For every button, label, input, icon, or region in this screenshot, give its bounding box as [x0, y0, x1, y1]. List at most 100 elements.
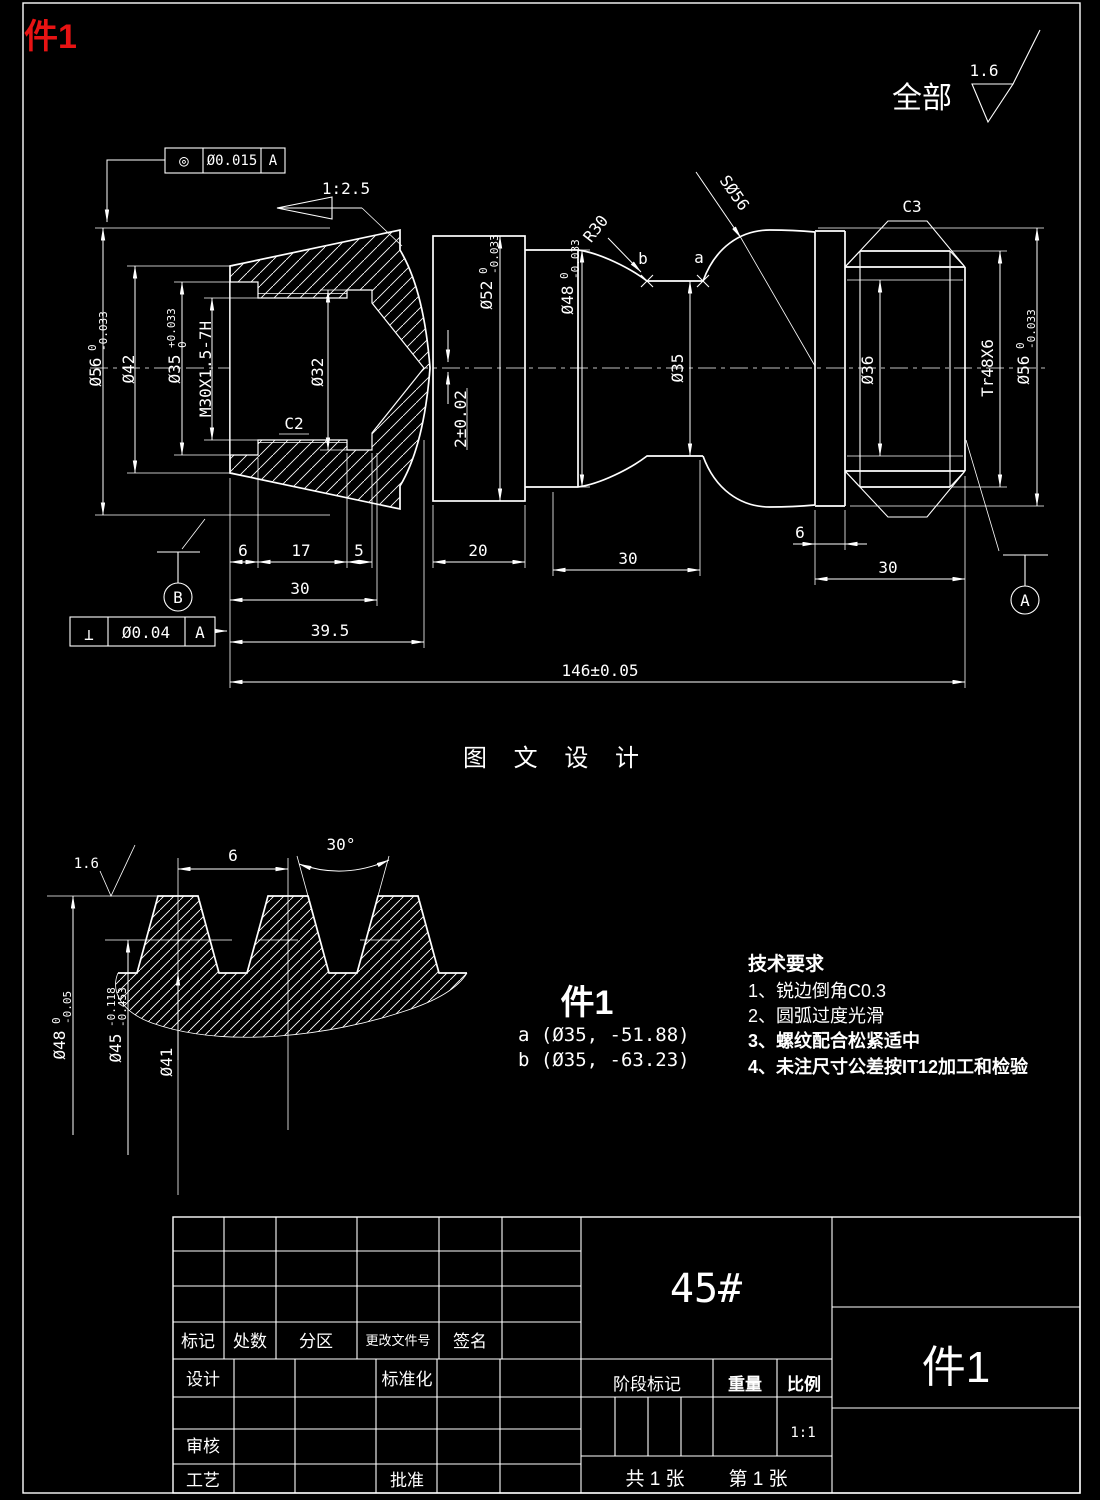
dim-30b: 30: [618, 549, 637, 568]
concentricity-icon: ◎: [179, 151, 189, 170]
tb-count: 处数: [233, 1332, 267, 1351]
dim-d35-mid: Ø35: [668, 280, 693, 457]
title-block: 标记 处数 分区 更改文件号 签名 设计 标准化 审核 工艺 批准 45# 阶段…: [172, 1216, 1081, 1494]
svg-text:-0.033: -0.033: [1025, 309, 1038, 349]
tb-zone: 分区: [299, 1332, 333, 1351]
dim-146: 146±0.05: [561, 661, 638, 680]
roughness-icon: [99, 844, 136, 897]
datum-a: A: [965, 439, 1048, 615]
svg-text:-0.033: -0.033: [569, 239, 582, 279]
svg-text:-0.05: -0.05: [61, 991, 74, 1024]
dim-20: 20: [468, 541, 487, 560]
svg-text:Ø36: Ø36: [858, 356, 877, 385]
detail-part-label: 件1: [561, 984, 614, 1022]
svg-text:Ø48: Ø48: [558, 286, 577, 315]
datum-b: B: [157, 518, 206, 612]
detail-angle: 30°: [327, 835, 356, 854]
tb-docno: 更改文件号: [365, 1333, 430, 1348]
dim-30a: 30: [290, 579, 309, 598]
dim-d56-left: Ø56 0 -0.033: [86, 227, 330, 516]
tb-process: 工艺: [186, 1471, 220, 1490]
svg-text:-0.453: -0.453: [116, 987, 129, 1027]
detail-roughness: 1.6: [74, 856, 99, 872]
tb-sign: 签名: [453, 1332, 487, 1351]
point-a-label: a: [694, 248, 704, 267]
svg-text:0: 0: [1014, 342, 1027, 349]
surface-value: 1.6: [970, 61, 999, 80]
step-48: [525, 249, 579, 488]
technical-requirements: 技术要求 1、锐边倒角C0.3 2、圆弧过度光滑 3、螺纹配合松紧适中 4、未注…: [748, 952, 1029, 1077]
fcf-perpendicularity: ⊥ Ø0.04 A: [69, 616, 228, 647]
svg-text:SØ56: SØ56: [716, 172, 754, 214]
svg-text:A: A: [269, 153, 278, 169]
dim-detail-d45: Ø45 -0.118 -0.453: [105, 939, 131, 1155]
break-line: [115, 972, 468, 1038]
svg-text:Tr48X6: Tr48X6: [978, 339, 997, 397]
dim-d52: Ø52 0 -0.033: [477, 234, 503, 502]
svg-text:A: A: [195, 623, 205, 642]
dim-6a: 6: [238, 541, 248, 560]
dim-tr48: Tr48X6: [952, 250, 1007, 488]
tb-material: 45#: [670, 1266, 742, 1312]
detail-notes: 件1 a (Ø35, -51.88) b (Ø35, -63.23): [518, 984, 690, 1071]
dim-17: 17: [291, 541, 310, 560]
thread-end: [844, 220, 966, 518]
coord-a: a (Ø35, -51.88): [518, 1024, 690, 1046]
main-view: Ø56 0 -0.033 Ø42 Ø35 +0.033 0 M30X1.5-7H…: [69, 147, 1048, 688]
point-b-label: b: [638, 249, 648, 268]
dim-39-5: 39.5: [311, 621, 350, 640]
tb-standardize: 标准化: [382, 1370, 433, 1389]
dim-m30: M30X1.5-7H: [196, 297, 258, 441]
dim-d48: Ø48 0 -0.033: [558, 239, 590, 488]
chamfer-c3-label: C3: [902, 197, 921, 216]
tb-scale-value: 1:1: [790, 1425, 815, 1441]
sphere-bottom: [702, 455, 816, 508]
tb-stage: 阶段标记: [613, 1375, 681, 1394]
svg-text:Ø35: Ø35: [165, 355, 184, 384]
svg-text:R30: R30: [579, 211, 612, 245]
svg-text:Ø56: Ø56: [1014, 356, 1033, 385]
bottom-dims: 6 17 5 20 30 39.5 30 6 30 146±0.05: [229, 440, 966, 688]
tb-sheet-page: 第 1 张: [728, 1468, 787, 1490]
surface-scope-label: 全部: [892, 82, 952, 115]
dim-6b: 6: [795, 523, 805, 542]
dim-d35-bore: Ø35 +0.033 0: [165, 281, 232, 456]
svg-text:Ø32: Ø32: [308, 358, 327, 387]
neck-bottom: [577, 455, 703, 488]
tb-sheets-total: 共 1 张: [625, 1468, 684, 1490]
svg-text:+0.033: +0.033: [165, 308, 178, 348]
dim-gap2: 2±0.02: [445, 330, 470, 450]
svg-text:Ø0.04: Ø0.04: [122, 623, 170, 642]
svg-text:Ø45: Ø45: [106, 1034, 125, 1063]
svg-text:0: 0: [86, 344, 99, 351]
dim-d42: Ø42: [119, 265, 233, 474]
point-marks: b a: [638, 248, 710, 288]
chamfer-c2-label: C2: [279, 414, 309, 435]
tb-weight: 重量: [728, 1374, 762, 1394]
datum-a-label: A: [1020, 591, 1030, 610]
tb-design: 设计: [186, 1370, 220, 1389]
collar-56: [814, 230, 846, 507]
svg-text:Ø41: Ø41: [157, 1048, 176, 1077]
dim-d56-right: Ø56 0 -0.033: [818, 227, 1044, 507]
svg-text:C2: C2: [284, 414, 303, 433]
collar-52: [432, 235, 526, 502]
tb-part-name: 件1: [922, 1343, 990, 1392]
svg-text:0: 0: [558, 272, 571, 279]
r30-callout: R30: [579, 211, 642, 273]
svg-text:2±0.02: 2±0.02: [451, 390, 470, 448]
svg-text:0: 0: [50, 1017, 63, 1024]
dim-detail-d48: Ø48 0 -0.05: [50, 895, 76, 1135]
svg-text:Ø52: Ø52: [477, 281, 496, 310]
datum-b-label: B: [173, 588, 183, 607]
global-roughness-note: 全部 1.6: [892, 29, 1041, 124]
dim-d32: Ø32: [308, 289, 347, 451]
tech-item-1: 1、锐边倒角C0.3: [748, 981, 886, 1001]
svg-text:Ø56: Ø56: [86, 358, 105, 387]
svg-text:-0.118: -0.118: [105, 987, 118, 1027]
part-tag-red: 件1: [24, 18, 77, 56]
thread-detail-view: 6 30° 1.6 Ø48 0 -0.05 Ø45 -0.118 -0.453 …: [47, 835, 468, 1195]
sphere-top: [702, 229, 816, 282]
dim-d36: Ø36: [858, 279, 883, 457]
